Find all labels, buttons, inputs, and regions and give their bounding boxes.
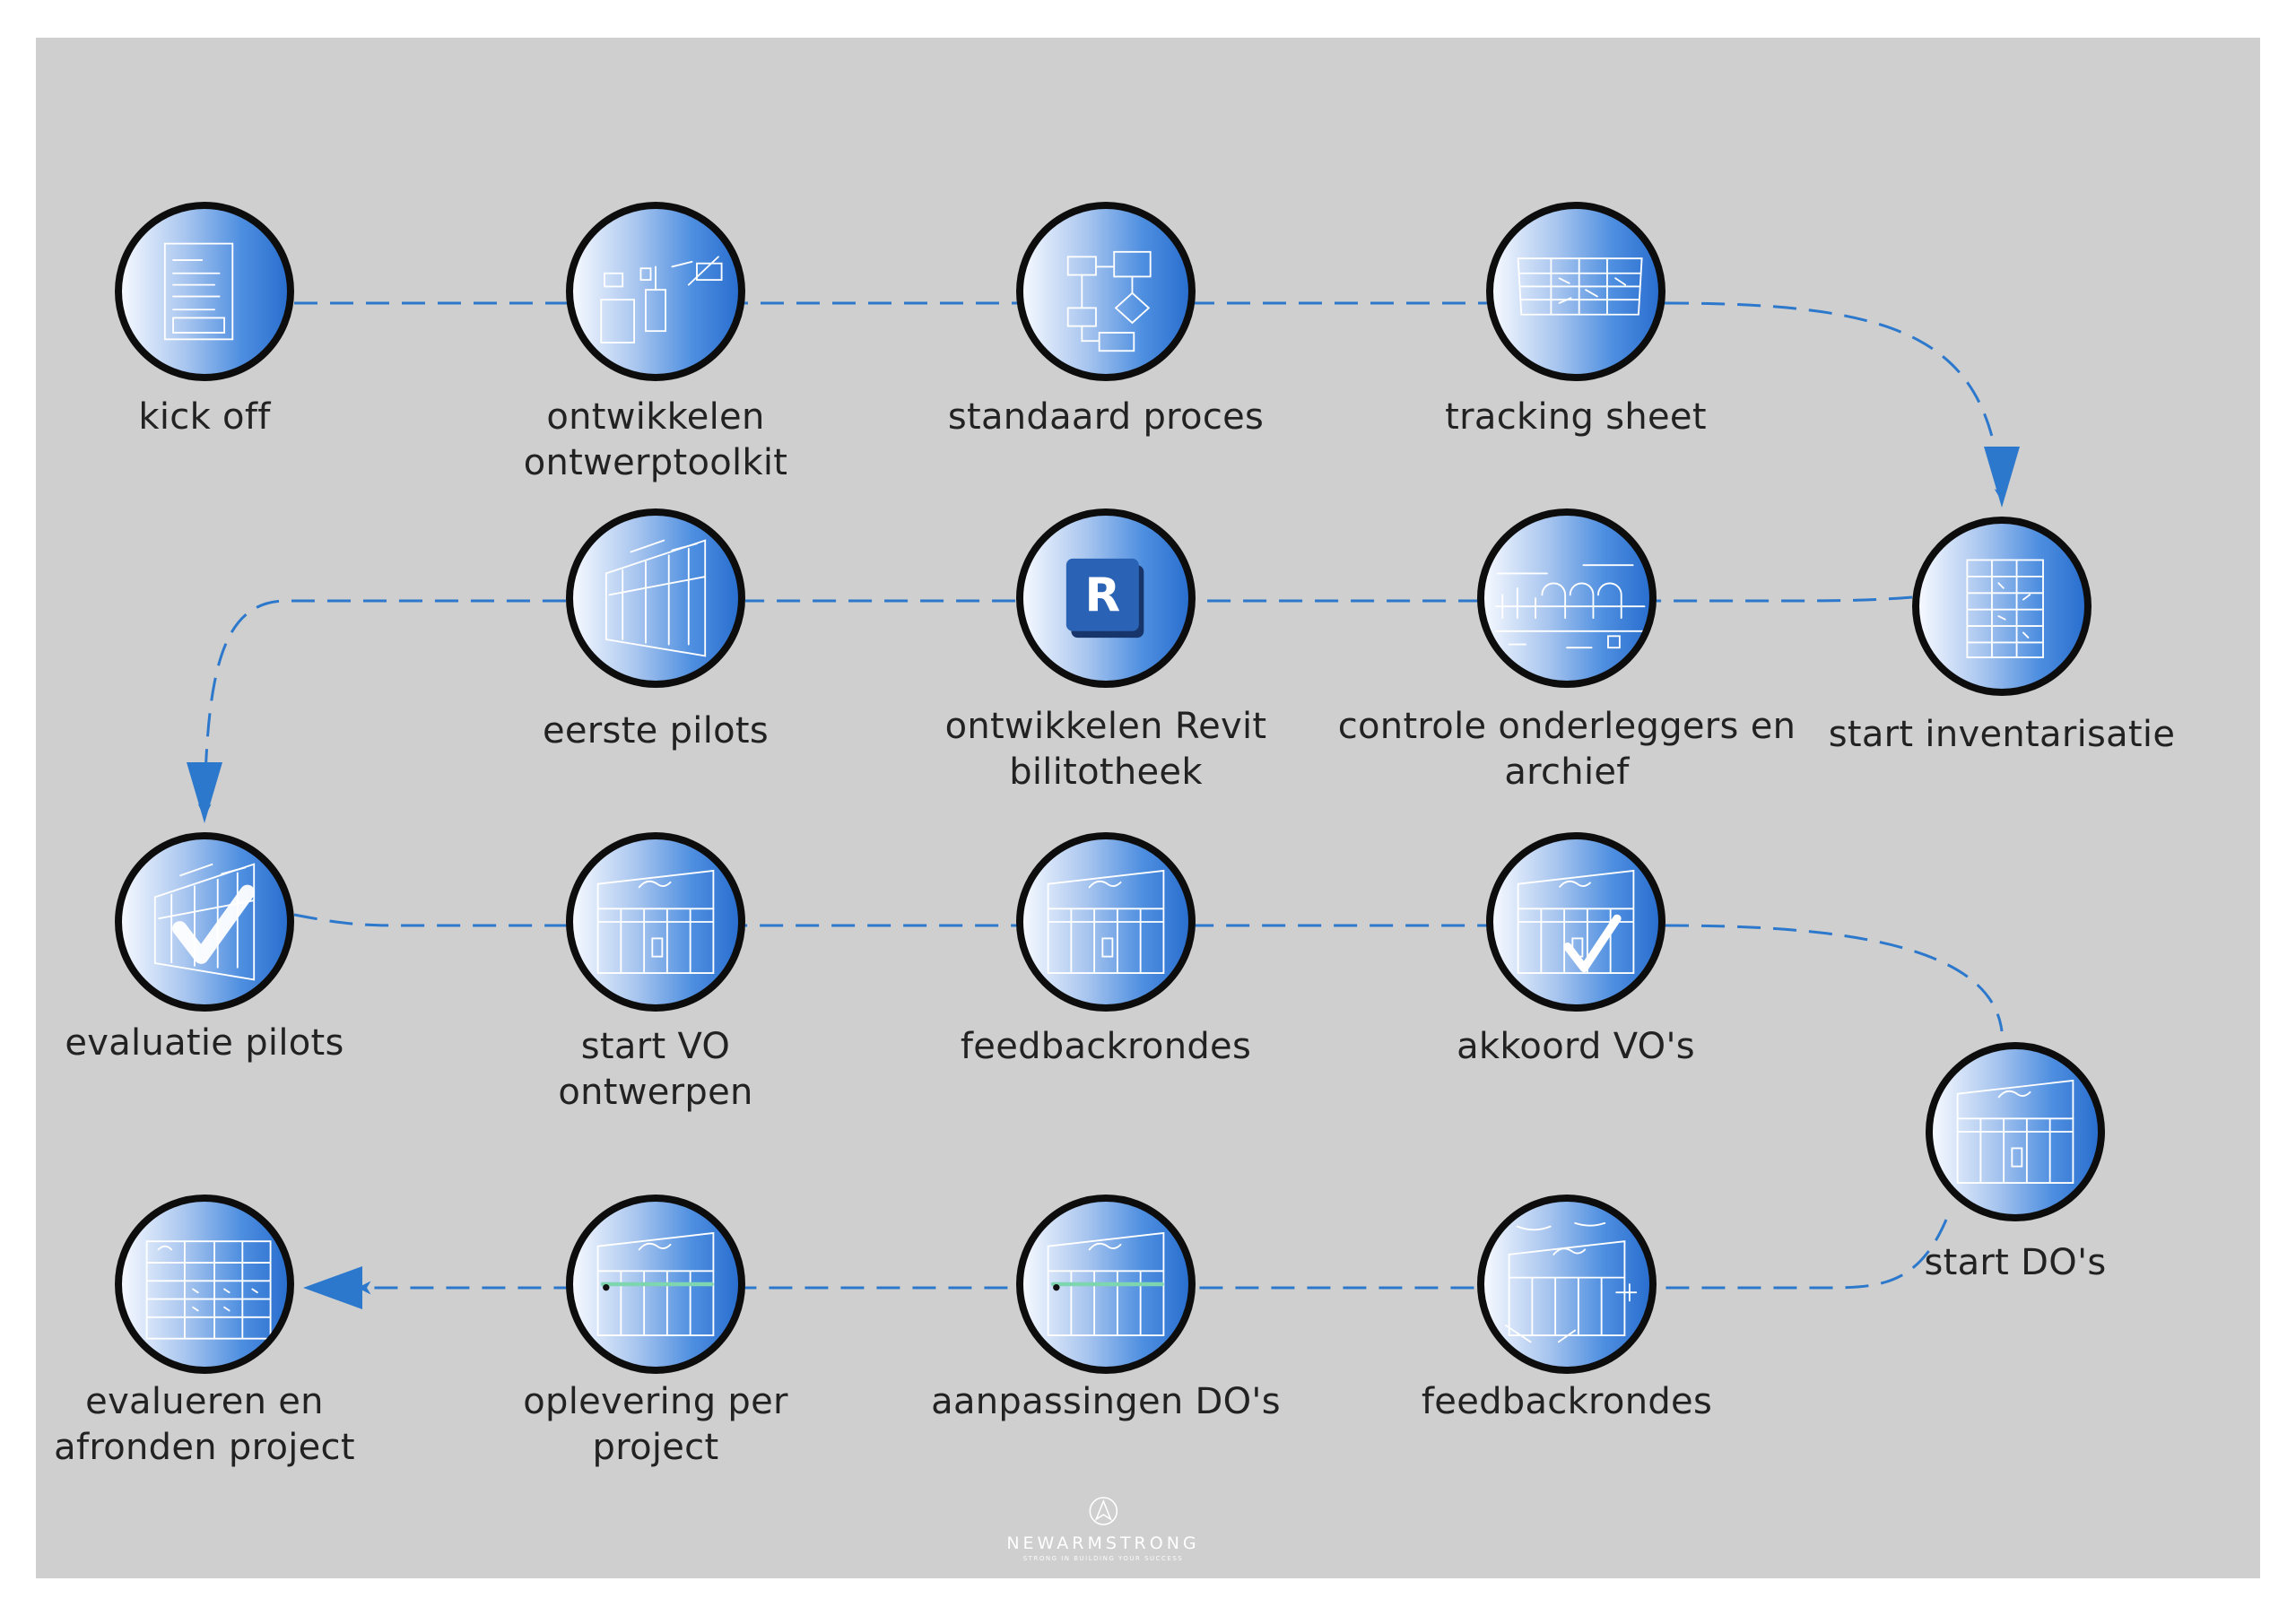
revit-icon: R: [1065, 558, 1144, 639]
step-node-feedbackrondes-do: [1477, 1195, 1657, 1374]
brand-tagline: STRONG IN BUILDING YOUR SUCCESS: [1022, 1555, 1184, 1562]
document-sketch-icon: [163, 242, 234, 341]
step-label-start-do: start DO's: [1925, 1240, 2107, 1286]
brand-emblem-icon: [1089, 1497, 1118, 1525]
brand-name: NEWARMSTRONG: [1006, 1533, 1200, 1553]
step-label-akkoord-vo: akkoord VO's: [1457, 1024, 1695, 1070]
connector-line: [745, 595, 1913, 603]
connector-arrowhead: [303, 1266, 362, 1309]
revit-icon-letter: R: [1084, 569, 1120, 623]
step-label-line: start inventarisatie: [1828, 714, 2176, 755]
table-sketch-icon: [145, 1240, 272, 1340]
step-label-feedbackrondes-vo: feedbackrondes: [961, 1024, 1251, 1070]
step-node-ontwikkelen-ontwerptoolkit: [566, 202, 745, 381]
blueprint-sketch-icon: [1494, 564, 1646, 649]
step-node-start-inventarisatie: [1912, 517, 2092, 696]
connector-line: [197, 599, 566, 818]
step-node-evalueren-afronden: [115, 1195, 294, 1374]
step-label-controle-onderleggers: controle onderleggers en archief: [1338, 704, 1796, 795]
step-label-aanpassingen-do: aanpassingen DO's: [931, 1379, 1281, 1425]
step-label-start-inventarisatie: start inventarisatie: [1829, 712, 2176, 758]
step-node-standaard-proces: [1016, 202, 1196, 381]
step-label-line: afronden project: [54, 1427, 355, 1468]
storefront-sketch-icon: [596, 869, 715, 974]
toolkit-sketch-icon: [600, 256, 723, 343]
flowchart-sketch-icon: [1066, 250, 1152, 352]
facade-perspective-sketch-icon: [604, 539, 707, 657]
step-node-akkoord-vo: [1486, 832, 1665, 1012]
step-label-line: ontwerpen: [558, 1072, 753, 1113]
step-node-evaluatie-pilots: [115, 832, 294, 1012]
connector-arrowhead: [187, 762, 222, 823]
step-label-line: standaard proces: [947, 396, 1265, 438]
step-node-oplevering: [566, 1195, 745, 1374]
connector-line: [1665, 924, 2004, 1032]
step-node-controle-onderleggers: [1477, 508, 1657, 688]
step-label-line: evaluatie pilots: [65, 1022, 344, 1064]
connector-line: [293, 913, 1665, 927]
step-label-line: feedbackrondes: [960, 1026, 1252, 1067]
step-node-kick-off: [115, 202, 294, 381]
spreadsheet-sketch-icon: [1517, 257, 1643, 316]
step-label-evaluatie-pilots: evaluatie pilots: [65, 1021, 344, 1066]
brand-logo: NEWARMSTRONG STRONG IN BUILDING YOUR SUC…: [1006, 1496, 1199, 1562]
step-label-oplevering: oplevering per project: [523, 1379, 788, 1471]
step-label-line: kick off: [138, 396, 271, 438]
facade-checkmark-icon: [153, 863, 256, 981]
storefront-annotated-sketch-icon: [1505, 1222, 1638, 1343]
step-node-start-vo: [566, 832, 745, 1012]
step-label-ontwikkelen-revit: ontwikkelen Revit bilitotheek: [945, 704, 1267, 795]
step-label-line: start DO's: [1924, 1242, 2107, 1283]
step-node-feedbackrondes-vo: [1016, 832, 1196, 1012]
step-node-ontwikkelen-revit: R: [1016, 508, 1196, 688]
step-node-eerste-pilots: [566, 508, 745, 688]
step-label-eerste-pilots: eerste pilots: [543, 708, 769, 754]
step-label-line: start VO: [580, 1026, 731, 1067]
storefront-green-sketch-icon: [596, 1231, 715, 1336]
storefront-green-sketch-icon: [1047, 1231, 1165, 1336]
step-label-line: archief: [1504, 752, 1630, 793]
step-label-evalueren-afronden: evalueren en afronden project: [54, 1379, 355, 1471]
step-label-line: feedbackrondes: [1421, 1381, 1713, 1422]
step-label-line: controle onderleggers en: [1337, 706, 1796, 747]
connector-line: [357, 1219, 1948, 1295]
step-label-line: bilitotheek: [1009, 752, 1203, 793]
step-node-aanpassingen-do: [1016, 1195, 1196, 1374]
step-label-line: tracking sheet: [1445, 396, 1707, 438]
connector-arrowhead: [1984, 447, 2020, 508]
connector-line: [1665, 301, 2008, 502]
step-label-feedbackrondes-do: feedbackrondes: [1422, 1379, 1712, 1425]
step-label-line: oplevering per: [523, 1381, 788, 1422]
step-label-kick-off: kick off: [138, 395, 270, 440]
step-label-line: akkoord VO's: [1457, 1026, 1695, 1067]
step-node-start-do: [1926, 1042, 2105, 1221]
step-label-tracking-sheet: tracking sheet: [1445, 395, 1707, 440]
storefront-checkmark-icon: [1517, 869, 1635, 974]
storefront-sketch-icon: [1956, 1079, 2074, 1184]
step-node-tracking-sheet: [1486, 202, 1665, 381]
step-label-standaard-proces: standaard proces: [948, 395, 1264, 440]
step-label-line: project: [592, 1427, 719, 1468]
step-label-line: ontwerptoolkit: [523, 442, 788, 483]
step-label-line: eerste pilots: [542, 710, 770, 752]
storefront-sketch-icon: [1047, 869, 1165, 974]
step-label-line: ontwikkelen: [546, 396, 765, 438]
step-label-line: ontwikkelen Revit: [944, 706, 1267, 747]
step-label-start-vo: start VO ontwerpen: [558, 1024, 752, 1116]
step-label-line: aanpassingen DO's: [931, 1381, 1281, 1422]
checklist-sketch-icon: [1966, 559, 2044, 658]
step-label-line: evalueren en: [85, 1381, 324, 1422]
